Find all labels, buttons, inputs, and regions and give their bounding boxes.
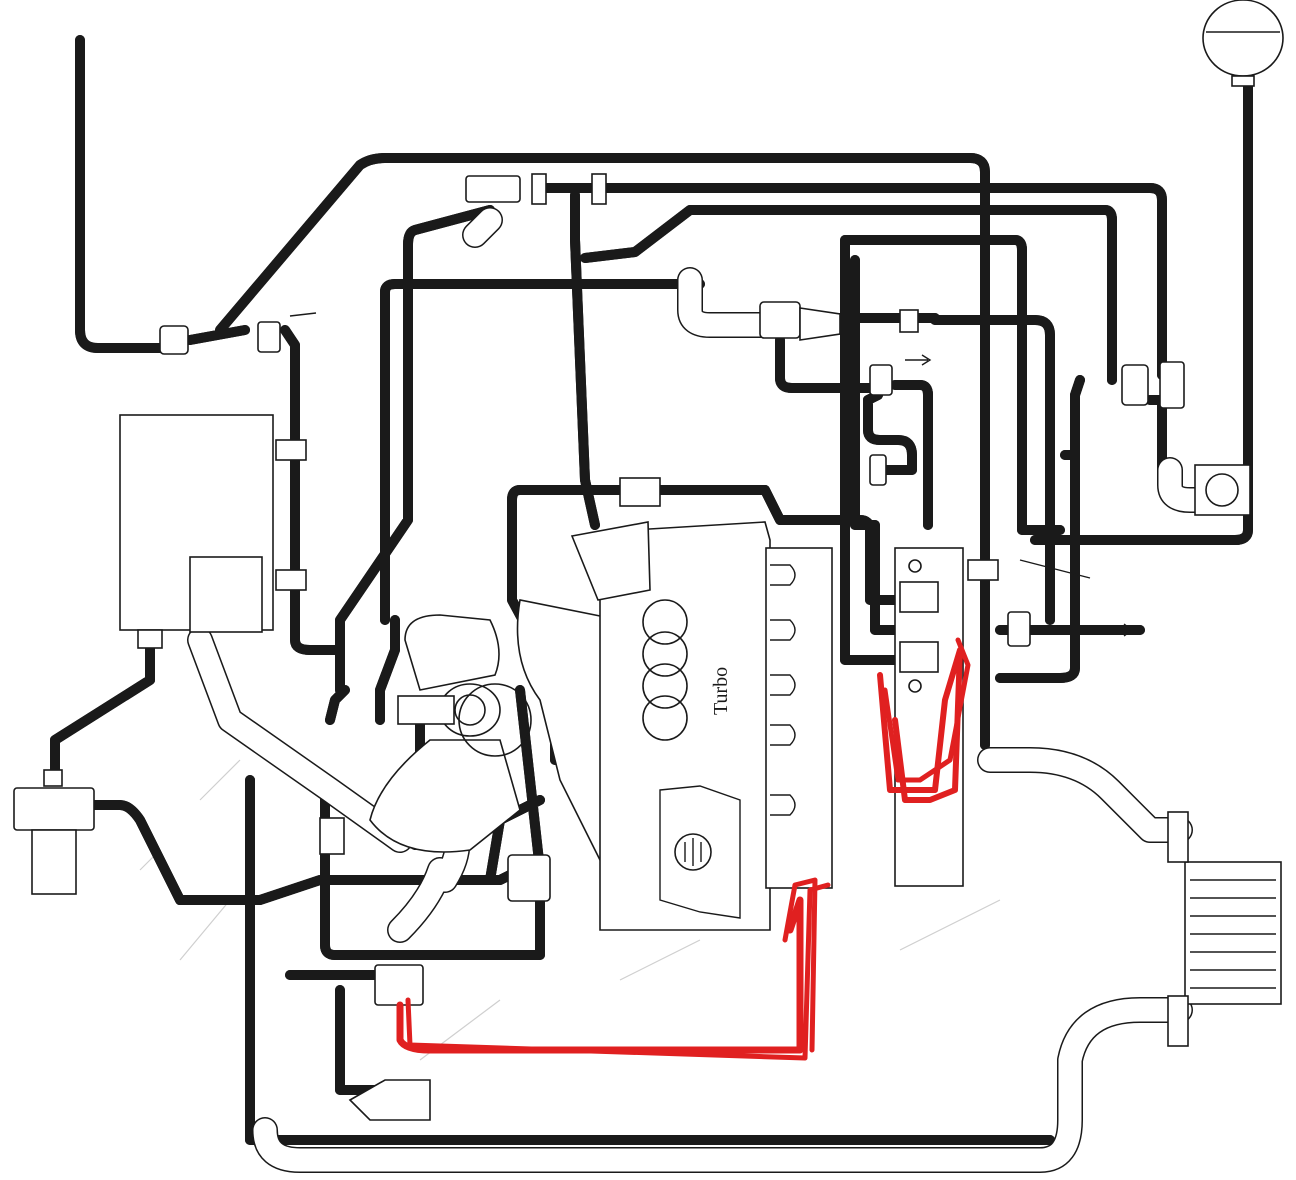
intercooler [1167, 811, 1282, 1047]
vacuum-reservoir [1202, 0, 1284, 87]
engine-block: Turbo [516, 477, 833, 931]
turbocharger [369, 614, 532, 853]
flow-arrow-icon [905, 354, 1134, 637]
boost-control-module [894, 547, 964, 887]
inline-valves [159, 173, 1251, 1121]
intake-runners [770, 564, 796, 816]
air-filter-box [119, 414, 274, 649]
highlight-marking [396, 637, 971, 1061]
charge-air-pipes [187, 207, 1223, 1173]
charcoal-canister [13, 769, 95, 895]
audi-four-rings-icon [642, 599, 688, 741]
background-sketch [139, 759, 1001, 1061]
engine-label: Turbo [710, 667, 732, 715]
